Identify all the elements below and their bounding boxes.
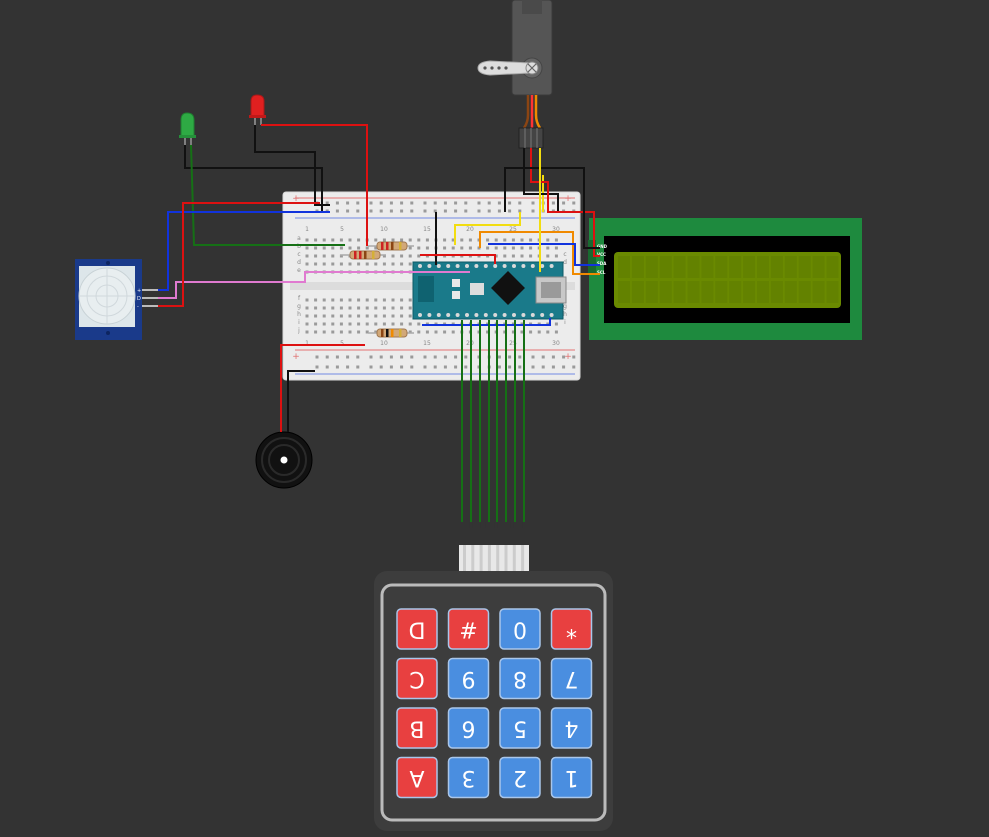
resistor[interactable] <box>368 328 414 338</box>
row-letter: d <box>297 259 301 266</box>
col-number: 30 <box>552 226 560 233</box>
rail-plus-top-left: + <box>292 194 300 204</box>
row-letter: a <box>297 235 301 242</box>
row-letter: f <box>298 295 301 302</box>
keypad-key-label: D <box>409 617 426 642</box>
keypad-key-label: # <box>459 617 477 642</box>
row-letter: c <box>297 251 300 258</box>
keypad-key-8[interactable]: 8 <box>499 657 541 700</box>
row-letter: d <box>563 259 567 266</box>
pir-pin-minus: - <box>137 304 139 310</box>
keypad-key-label: * <box>566 617 577 642</box>
keypad-key-label: 3 <box>462 765 476 790</box>
row-letter: g <box>297 303 301 310</box>
col-number: 1 <box>305 340 309 347</box>
keypad-key-label: 0 <box>513 617 527 642</box>
pir-pin-d: D <box>137 296 141 302</box>
col-number: 15 <box>423 226 431 233</box>
keypad-key-*[interactable]: * <box>550 608 593 650</box>
keypad-key-label: C <box>409 666 424 691</box>
row-letter: c <box>563 251 566 258</box>
col-number: 10 <box>380 226 388 233</box>
keypad-key-5[interactable]: 5 <box>499 707 541 749</box>
keypad-key-label: 2 <box>513 765 527 790</box>
row-letter: j <box>297 327 300 334</box>
keypad-key-label: 5 <box>513 716 527 741</box>
arduino-nano[interactable] <box>412 261 567 320</box>
keypad-key-label: 1 <box>565 765 579 790</box>
resistor[interactable] <box>340 250 386 260</box>
piezo-buzzer[interactable] <box>255 431 313 489</box>
rail-plus-top-right: + <box>564 194 572 204</box>
servo-motor[interactable] <box>477 0 553 149</box>
keypad-key-1[interactable]: 1 <box>550 756 593 799</box>
lcd-pin-gnd: GND <box>597 244 608 249</box>
keypad-key-A[interactable]: A <box>396 756 438 799</box>
keypad-key-label: 4 <box>565 716 579 741</box>
lcd-pin-scl: SCL <box>597 270 606 275</box>
rail-plus-bottom-left: + <box>292 352 300 362</box>
col-number: 15 <box>423 340 431 347</box>
col-number: 25 <box>509 226 517 233</box>
col-number: 5 <box>340 340 344 347</box>
keypad-key-6[interactable]: 6 <box>447 707 490 749</box>
rail-plus-bottom-right: + <box>564 352 572 362</box>
wires <box>158 124 600 522</box>
keypad-key-label: 9 <box>462 666 476 691</box>
col-number: 10 <box>380 340 388 347</box>
row-letter: h <box>297 311 301 318</box>
keypad-key-D[interactable]: D <box>396 608 438 650</box>
keypad-key-7[interactable]: 7 <box>550 657 593 700</box>
row-letter: g <box>563 303 567 310</box>
keypad-key-label: A <box>409 765 424 790</box>
col-number: 25 <box>509 340 517 347</box>
pir-motion-sensor[interactable]: + D - <box>75 259 158 340</box>
membrane-keypad[interactable]: D #0 * C 9 8 7B 6 5 4A 3 2 1 <box>374 522 613 831</box>
keypad-key-2[interactable]: 2 <box>499 756 541 799</box>
col-number: 5 <box>340 226 344 233</box>
keypad-key-label: B <box>409 716 424 741</box>
keypad-key-B[interactable]: B <box>396 707 438 749</box>
row-letter: i <box>564 319 566 326</box>
row-letter: b <box>297 243 301 250</box>
col-number: 20 <box>466 226 474 233</box>
lcd-display[interactable]: GND VCC SDA SCL <box>588 218 862 340</box>
lcd-pin-vcc: VCC <box>597 252 606 257</box>
keypad-key-3[interactable]: 3 <box>447 756 490 799</box>
keypad-key-label: 8 <box>513 666 527 691</box>
keypad-key-9[interactable]: 9 <box>447 657 490 700</box>
red-led[interactable] <box>249 94 266 125</box>
keypad-key-label: 6 <box>462 716 476 741</box>
keypad-key-4[interactable]: 4 <box>550 707 593 749</box>
keypad-key-label: 7 <box>565 666 579 691</box>
keypad-key-#[interactable]: # <box>447 608 490 650</box>
pir-pin-plus: + <box>137 288 141 294</box>
resistor[interactable] <box>368 241 414 251</box>
keypad-key-C[interactable]: C <box>396 657 438 700</box>
lcd-pin-sda: SDA <box>597 261 607 266</box>
col-number: 30 <box>552 340 560 347</box>
row-letter: e <box>297 267 301 274</box>
row-letter: h <box>563 311 567 318</box>
col-number: 1 <box>305 226 309 233</box>
green-led[interactable] <box>179 112 196 145</box>
row-letter: i <box>298 319 300 326</box>
keypad-key-0[interactable]: 0 <box>499 608 541 650</box>
